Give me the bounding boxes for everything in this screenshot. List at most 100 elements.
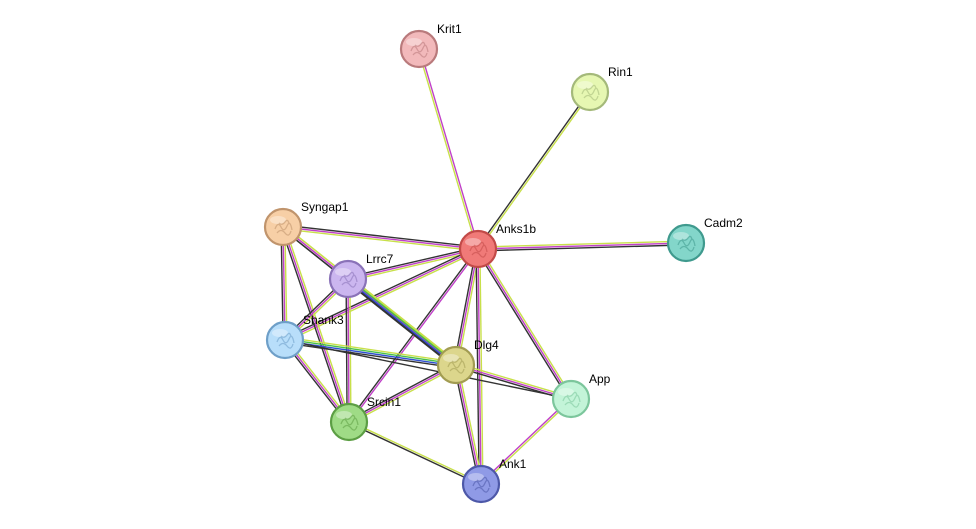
edge-evidence-line-yellow <box>477 240 686 248</box>
node-highlight <box>577 81 593 89</box>
edge-dlg4-srcin1[interactable] <box>347 362 458 425</box>
edge-evidence-line-black <box>284 339 572 400</box>
edge-evidence-line-yellow <box>456 362 572 398</box>
node-circle <box>399 29 439 69</box>
node-highlight <box>336 411 352 419</box>
node-label: Cadm2 <box>704 216 743 230</box>
edge-shank3-app[interactable] <box>284 339 572 400</box>
node-circle <box>461 464 501 504</box>
protein-structure-icon <box>677 235 696 252</box>
edge-srcin1-ank1[interactable] <box>348 420 482 486</box>
edge-evidence-line-magenta <box>477 248 482 485</box>
node-krit1[interactable]: Krit1 <box>399 22 462 69</box>
edge-evidence-line-magenta <box>455 248 479 366</box>
edge-syngap1-srcin1[interactable] <box>280 226 352 423</box>
edge-evidence-line-black <box>476 91 590 249</box>
node-highlight <box>335 268 351 276</box>
edge-lrrc7-dlg4[interactable] <box>345 276 459 368</box>
edge-evidence-line-black <box>478 244 687 252</box>
edge-evidence-line-yellow <box>349 420 482 484</box>
edge-anks1b-lrrc7[interactable] <box>347 246 479 282</box>
edge-evidence-line-yellow <box>479 248 484 484</box>
node-shank3[interactable]: Shank3 <box>265 313 344 360</box>
edge-anks1b-krit1[interactable] <box>417 48 480 250</box>
node-highlight <box>673 232 689 240</box>
node-rin1[interactable]: Rin1 <box>570 65 633 112</box>
node-label: App <box>589 372 611 386</box>
edge-evidence-line-black <box>283 224 479 248</box>
protein-structure-icon <box>447 357 466 374</box>
node-circle <box>570 72 610 112</box>
node-highlight <box>406 38 422 46</box>
protein-structure-icon <box>339 271 358 288</box>
node-circle <box>328 259 368 299</box>
node-anks1b[interactable]: Anks1b <box>458 222 536 269</box>
protein-structure-icon <box>469 241 488 258</box>
edge-evidence-line-black <box>283 246 478 339</box>
node-circle <box>263 207 303 247</box>
node-lrrc7[interactable]: Lrrc7 <box>328 252 394 299</box>
edge-evidence-line-yellow <box>457 364 484 484</box>
node-circle <box>666 223 706 263</box>
edge-evidence-line-black <box>281 227 456 368</box>
node-highlight <box>443 354 459 362</box>
node-circle <box>265 320 305 360</box>
edge-anks1b-syngap1[interactable] <box>282 224 479 252</box>
protein-structure-icon <box>410 41 429 58</box>
node-label: Srcin1 <box>367 395 401 409</box>
edge-evidence-line-green <box>348 277 458 365</box>
node-syngap1[interactable]: Syngap1 <box>263 200 349 247</box>
edge-anks1b-app[interactable] <box>475 247 574 401</box>
node-label: Rin1 <box>608 65 633 79</box>
edge-evidence-line-black <box>475 249 570 401</box>
node-dlg4[interactable]: Dlg4 <box>436 338 499 385</box>
node-label: Ank1 <box>499 457 527 471</box>
node-ank1[interactable]: Ank1 <box>461 457 527 504</box>
edge-evidence-line-black <box>347 246 478 278</box>
edge-evidence-line-magenta <box>284 248 479 341</box>
edge-evidence-line-black <box>280 227 348 423</box>
edge-evidence-line-yellow <box>283 224 458 365</box>
node-highlight <box>270 216 286 224</box>
protein-structure-icon <box>562 391 581 408</box>
edge-evidence-line-yellow <box>282 228 478 252</box>
node-highlight <box>465 238 481 246</box>
edge-evidence-line-black <box>347 362 456 421</box>
edge-evidence-line-yellow <box>417 49 478 250</box>
node-cadm2[interactable]: Cadm2 <box>666 216 743 263</box>
protein-structure-icon <box>581 84 600 101</box>
edge-evidence-line-magenta <box>347 248 479 280</box>
edge-shank3-dlg4[interactable] <box>284 336 457 369</box>
node-label: Dlg4 <box>474 338 499 352</box>
edge-evidence-line-yellow <box>349 366 458 425</box>
edge-anks1b-rin1[interactable] <box>476 91 592 250</box>
node-circle <box>458 229 498 269</box>
edge-evidence-line-black <box>475 249 480 485</box>
edge-app-ank1[interactable] <box>479 397 573 486</box>
edge-anks1b-cadm2[interactable] <box>477 240 687 252</box>
node-app[interactable]: App <box>551 372 611 419</box>
protein-structure-icon <box>472 476 491 493</box>
edge-evidence-line-black <box>453 248 477 365</box>
node-label: Lrrc7 <box>366 252 394 266</box>
edge-evidence-line-magenta <box>477 242 687 250</box>
node-label: Shank3 <box>303 313 344 327</box>
node-label: Krit1 <box>437 22 462 36</box>
edge-evidence-line-magenta <box>348 364 457 423</box>
node-circle <box>329 402 369 442</box>
edge-anks1b-ank1[interactable] <box>475 248 484 485</box>
edge-syngap1-dlg4[interactable] <box>281 224 458 368</box>
node-circle <box>551 379 591 419</box>
node-srcin1[interactable]: Srcin1 <box>329 395 401 442</box>
edge-evidence-line-magenta <box>455 364 482 485</box>
protein-structure-icon <box>276 332 295 349</box>
edge-evidence-line-yellow <box>348 250 479 282</box>
protein-structure-icon <box>274 219 293 236</box>
node-circle <box>436 345 476 385</box>
edge-dlg4-app[interactable] <box>455 362 572 402</box>
edge-dlg4-ank1[interactable] <box>453 364 484 485</box>
edge-evidence-line-magenta <box>282 226 457 366</box>
edge-evidence-line-black <box>348 422 481 486</box>
